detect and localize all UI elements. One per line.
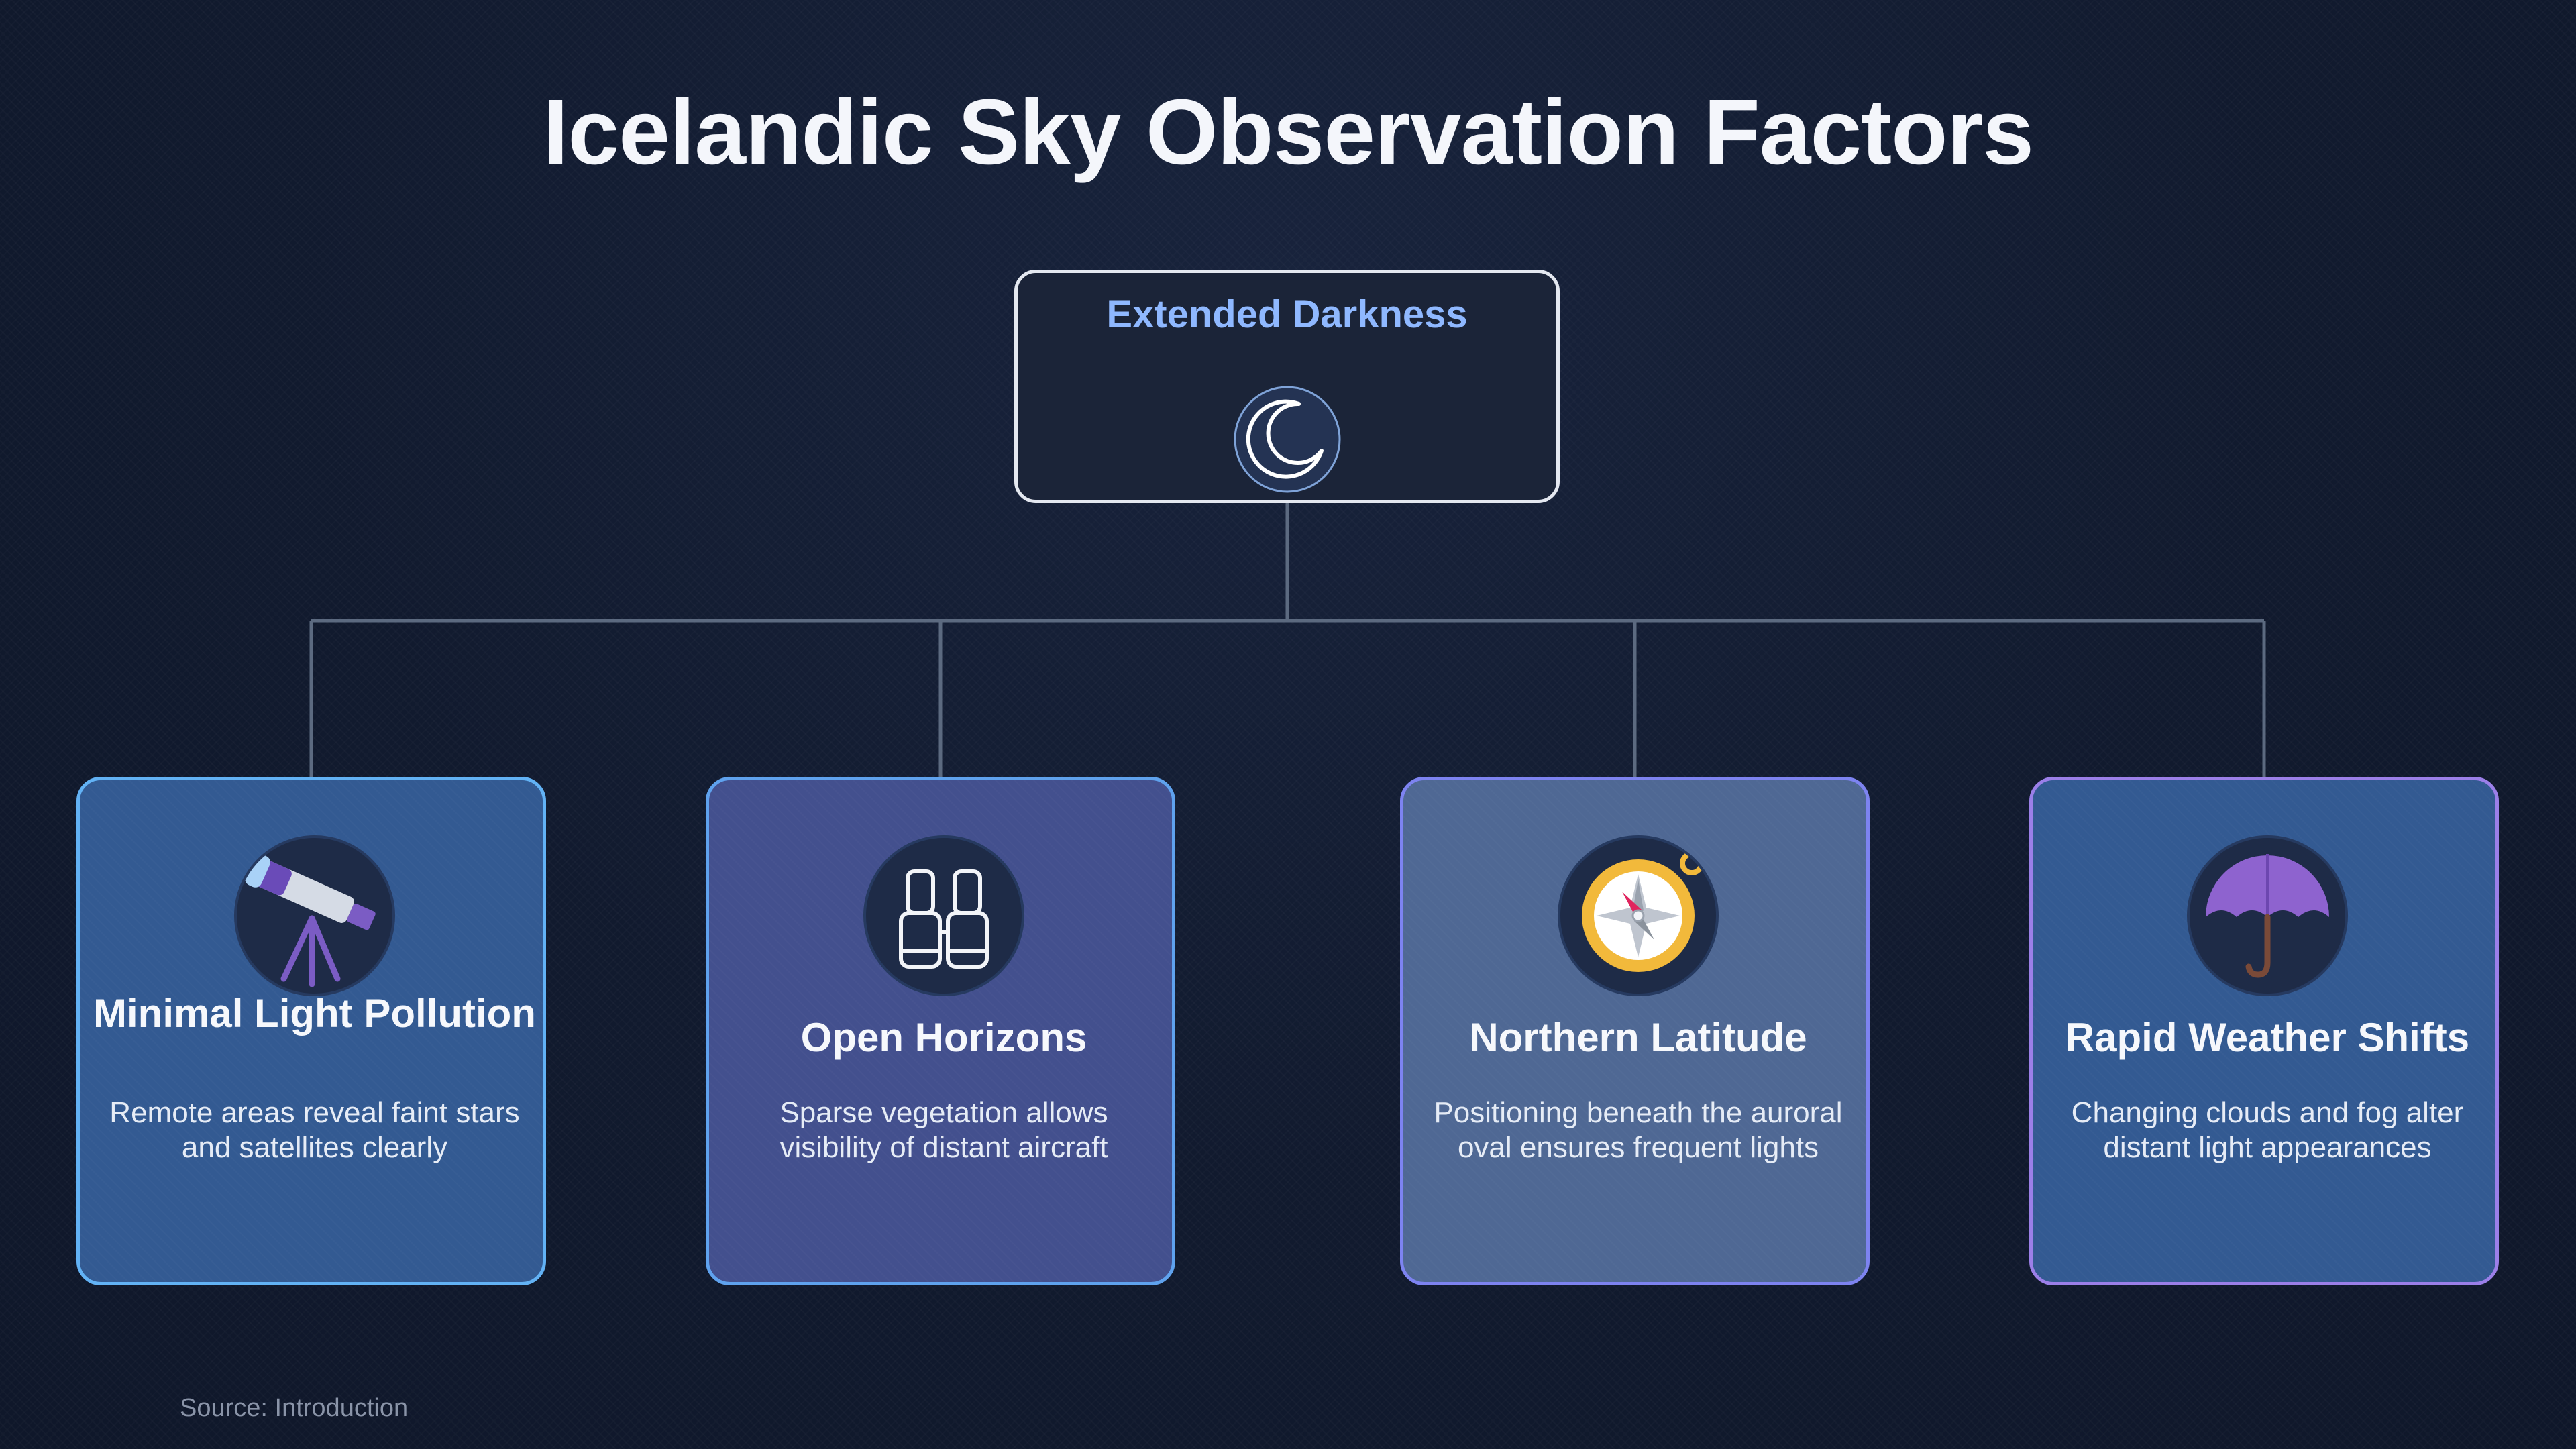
factor-description: Remote areas reveal faint stars and sate… xyxy=(109,1096,520,1164)
factor-title: Minimal Light Pollution xyxy=(93,991,536,1036)
factor-card-rapid-weather-shifts: Rapid Weather Shifts Changing clouds and… xyxy=(2029,777,2499,1285)
root-label: Extended Darkness xyxy=(1106,292,1468,336)
factor-description: Sparse vegetation allows visibility of d… xyxy=(780,1096,1108,1164)
factor-description: Positioning beneath the auroral oval ens… xyxy=(1434,1096,1843,1164)
page-title: Icelandic Sky Observation Factors xyxy=(543,80,2034,184)
crescent-moon-icon xyxy=(1233,385,1342,494)
factor-title: Rapid Weather Shifts xyxy=(2065,1015,2470,1060)
source-note: Source: Introduction xyxy=(180,1394,409,1422)
binoculars-icon xyxy=(863,835,1024,996)
root-node: Extended Darkness xyxy=(1014,270,1560,503)
factor-card-northern-latitude: Northern Latitude Positioning beneath th… xyxy=(1400,777,1870,1285)
factor-title: Open Horizons xyxy=(800,1015,1087,1060)
factor-card-minimal-light-pollution: Minimal Light Pollution Remote areas rev… xyxy=(76,777,546,1285)
factor-card-open-horizons: Open Horizons Sparse vegetation allows v… xyxy=(706,777,1175,1285)
factor-title: Northern Latitude xyxy=(1469,1015,1807,1060)
umbrella-icon xyxy=(2187,835,2348,996)
factor-description: Changing clouds and fog alter distant li… xyxy=(2071,1096,2464,1164)
telescope-icon xyxy=(234,835,395,996)
compass-icon xyxy=(1558,835,1719,996)
